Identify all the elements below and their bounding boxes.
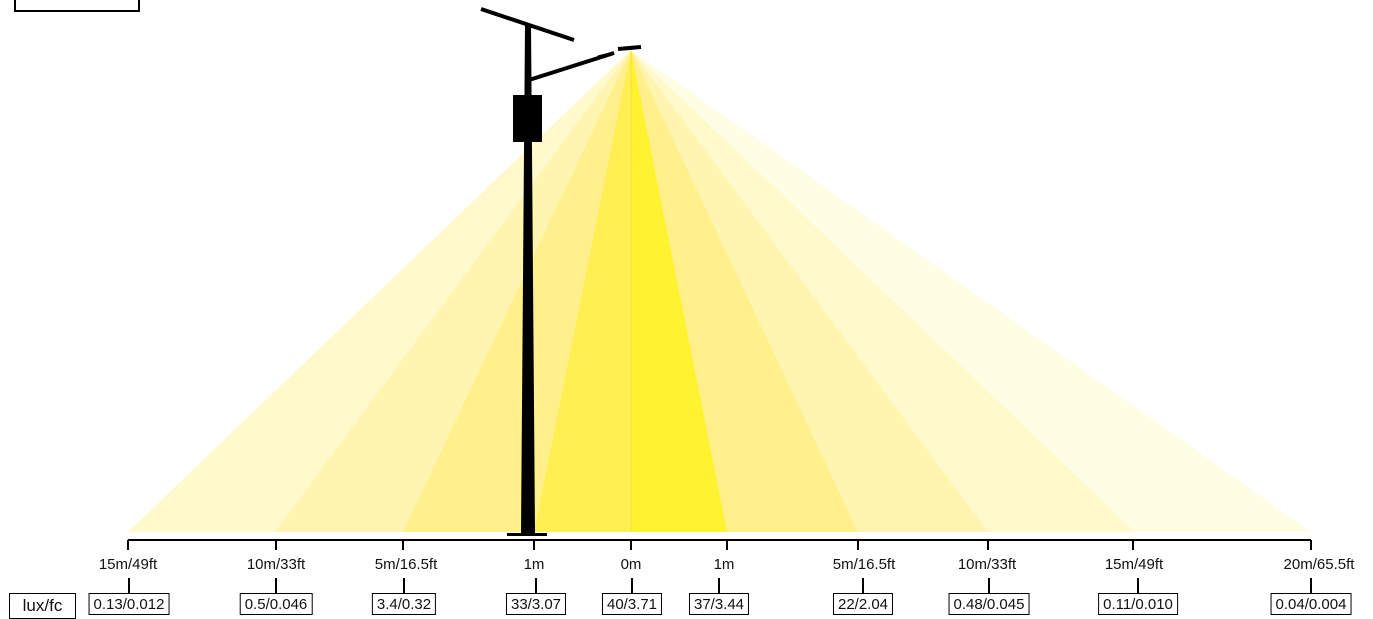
distance-label: 20m/65.5ft <box>1283 556 1355 573</box>
lux-reading-box: 0.5/0.046 <box>239 593 313 615</box>
lux-reading-box: 33/3.07 <box>505 593 567 615</box>
distance-label: 10m/33ft <box>957 556 1017 573</box>
unit-label: lux/fc <box>9 593 76 619</box>
distance-label: 5m/16.5ft <box>374 556 438 573</box>
lux-reading-box: 0.04/0.004 <box>1270 593 1352 615</box>
lamp-head <box>617 45 642 51</box>
lux-reading-box: 37/3.44 <box>688 593 750 615</box>
pole-battery-box <box>513 95 542 142</box>
distance-label: 15m/49ft <box>1104 556 1164 573</box>
pole-base <box>507 533 547 536</box>
lux-reading-box: 3.4/0.32 <box>371 593 437 615</box>
lux-reading-box: 40/3.71 <box>601 593 663 615</box>
lamp-head-left <box>597 51 615 59</box>
axis-ticks <box>127 540 1312 593</box>
street-light-pole <box>480 7 642 536</box>
distance-label: 1m <box>523 556 545 573</box>
light-beam <box>128 50 1311 532</box>
solar-panel <box>480 7 575 42</box>
distance-label: 10m/33ft <box>246 556 306 573</box>
lux-reading-box: 0.13/0.012 <box>88 593 170 615</box>
lux-reading-box: 22/2.04 <box>832 593 894 615</box>
distance-label: 5m/16.5ft <box>832 556 896 573</box>
lux-reading-box: 0.11/0.010 <box>1098 593 1178 615</box>
corner-frame <box>14 0 140 12</box>
beam-band-core <box>631 50 727 532</box>
distance-label: 0m <box>620 556 642 573</box>
distance-label: 1m <box>713 556 735 573</box>
distance-label: 15m/49ft <box>98 556 158 573</box>
lux-reading-box: 0.48/0.045 <box>948 593 1030 615</box>
pole-shaft <box>521 24 535 533</box>
